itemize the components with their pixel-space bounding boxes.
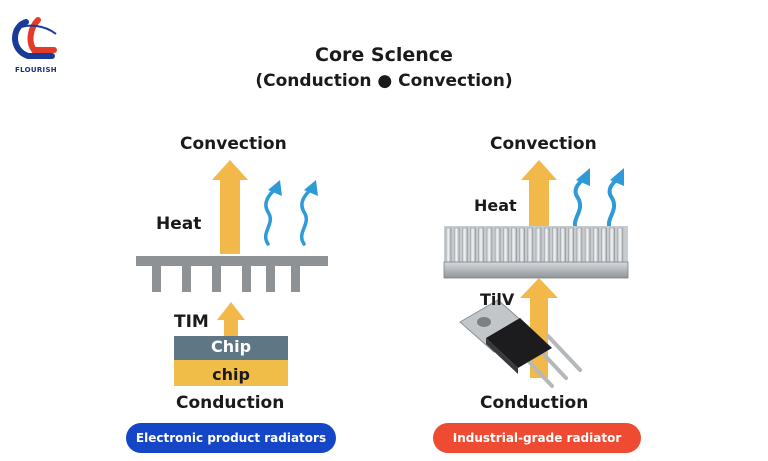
heatsink-fin <box>445 227 452 265</box>
right-heat-arrow <box>521 160 557 238</box>
heatsink-fin <box>519 227 525 265</box>
heatsink-fin <box>568 227 575 265</box>
right-airflow-arrows <box>572 176 620 234</box>
heatsink-fin <box>511 227 517 265</box>
chip-top-label: Chip <box>210 337 252 356</box>
heatsink-fin <box>486 227 493 265</box>
electronic-radiators-badge[interactable]: Electronic product radiators <box>126 423 336 453</box>
left-convection-label: Convection <box>180 134 287 154</box>
chip-bottom-label: chip <box>212 365 250 384</box>
page-title: Core Sclence <box>315 44 453 66</box>
heatsink-fin <box>552 227 558 265</box>
logo-icon <box>12 17 57 59</box>
industrial-radiator-badge[interactable]: Industrial-grade radiator <box>433 423 641 453</box>
left-tim-label: TIM <box>174 312 209 332</box>
heatsink-fin <box>503 227 509 265</box>
right-heatsink <box>443 226 629 279</box>
chip-bottom-layer <box>174 360 288 386</box>
heatsink-fin <box>462 227 468 265</box>
brand-logo: FLOURISH <box>8 16 64 86</box>
heatsink-fin <box>617 227 624 265</box>
right-tim-label: TilV <box>480 290 515 309</box>
page-subtitle: (Conduction ● Convection) <box>255 71 513 91</box>
transistor-icon <box>459 299 582 388</box>
left-conduction-label: Conduction <box>176 393 285 413</box>
left-airflow-arrows <box>264 186 314 246</box>
heatsink-fin <box>543 227 550 265</box>
right-airflow-heads <box>576 168 624 186</box>
heatsink-fin <box>527 227 534 265</box>
heatsink-fin <box>453 227 460 265</box>
right-conduction-label: Conduction <box>480 393 589 413</box>
heatsink-fin <box>576 227 583 265</box>
heatsink-fin <box>584 227 591 265</box>
heatsink-fin <box>470 227 476 265</box>
heatsink-fin <box>601 227 607 265</box>
left-tim-arrow <box>217 302 245 336</box>
heatsink-fin <box>494 227 501 265</box>
heatsink-fin <box>593 227 599 265</box>
logo-text: FLOURISH <box>15 66 57 74</box>
chip-top-layer <box>174 336 288 360</box>
right-heat-label: Heat <box>474 196 517 215</box>
left-heat-arrow <box>212 160 248 254</box>
left-heat-label: Heat <box>156 214 202 234</box>
heatsink-fin <box>535 227 542 265</box>
right-convection-label: Convection <box>490 134 597 154</box>
left-airflow-heads <box>268 180 318 196</box>
heatsink-fin <box>560 227 566 265</box>
left-heatsink <box>136 256 328 292</box>
heatsink-fin <box>609 227 615 265</box>
heatsink-fin <box>478 227 485 265</box>
